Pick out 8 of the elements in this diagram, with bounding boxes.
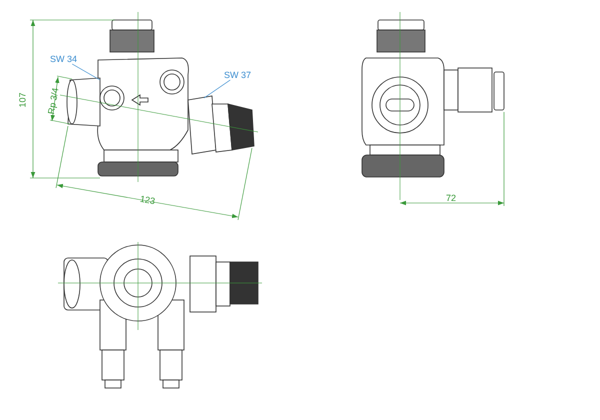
callout-label: SW 34 — [50, 54, 78, 64]
dimension-label: 107 — [18, 92, 28, 108]
callout-label: SW 37 — [224, 70, 252, 80]
dimension-label: 72 — [446, 193, 456, 203]
dimension-label: Rp 3/4 — [46, 87, 60, 115]
dimension-label: 123 — [139, 194, 156, 206]
leader-line — [72, 64, 100, 80]
leader-line — [204, 80, 231, 98]
